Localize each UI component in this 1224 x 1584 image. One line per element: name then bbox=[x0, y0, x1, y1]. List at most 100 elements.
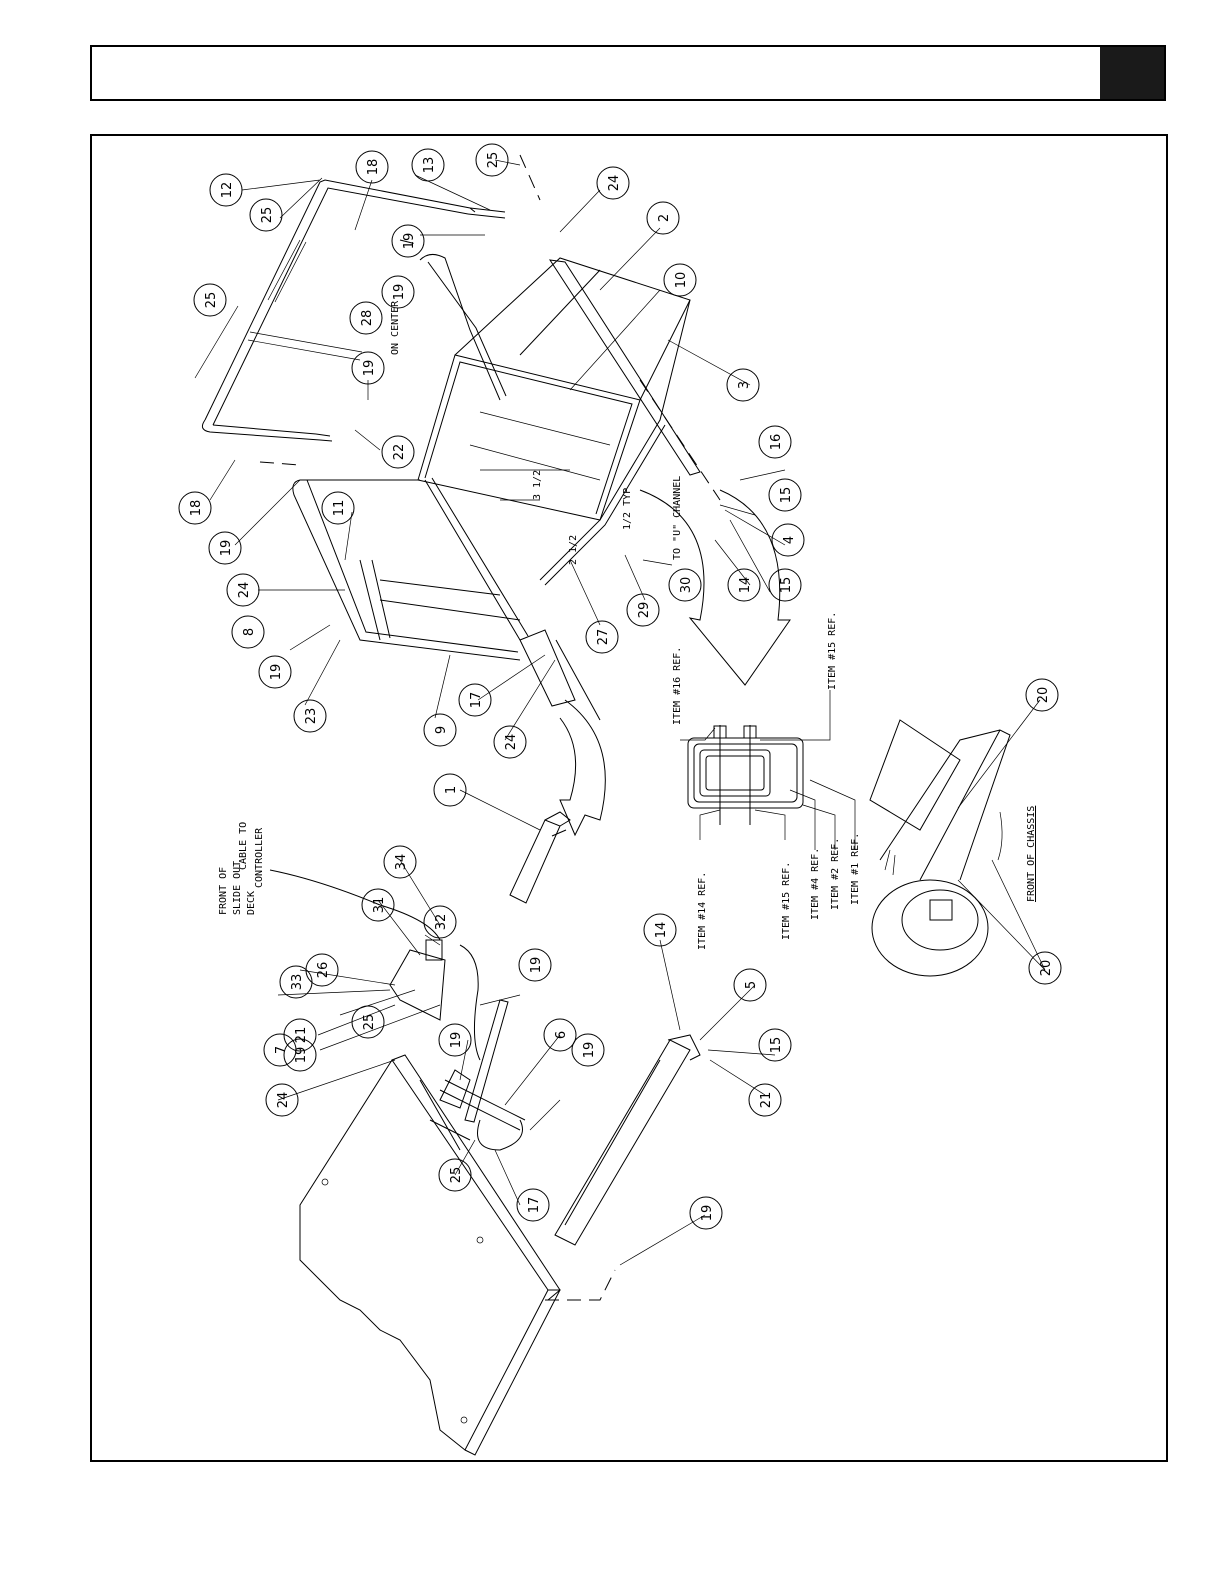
callout-15: 15 bbox=[758, 1028, 792, 1062]
callout-20: 20 bbox=[1028, 951, 1062, 985]
svg-text:25: 25 bbox=[486, 152, 501, 169]
svg-text:25: 25 bbox=[260, 207, 275, 224]
svg-text:14: 14 bbox=[654, 922, 669, 939]
svg-text:21: 21 bbox=[759, 1092, 774, 1109]
note-dim-1-half-typ: 1/2 TYP bbox=[622, 488, 633, 530]
callout-10: 10 bbox=[663, 263, 697, 297]
note-item-16: ITEM #16 REF. bbox=[672, 647, 683, 725]
callout-25: 25 bbox=[438, 1158, 472, 1192]
svg-text:7: 7 bbox=[274, 1046, 289, 1054]
svg-text:23: 23 bbox=[304, 708, 319, 725]
callout-23: 23 bbox=[293, 699, 327, 733]
svg-text:28: 28 bbox=[360, 310, 375, 327]
callout-22: 22 bbox=[381, 435, 415, 469]
callout-24: 24 bbox=[596, 166, 630, 200]
callout-14: 14 bbox=[727, 568, 761, 602]
callout-27: 27 bbox=[585, 620, 619, 654]
svg-text:31: 31 bbox=[372, 897, 387, 914]
callout-24: 24 bbox=[265, 1083, 299, 1117]
svg-text:11: 11 bbox=[332, 500, 347, 517]
svg-text:15: 15 bbox=[769, 1037, 784, 1054]
svg-text:6: 6 bbox=[554, 1031, 569, 1039]
callout-25: 25 bbox=[475, 143, 509, 177]
callout-19: 19 bbox=[438, 1023, 472, 1057]
callout-33: 33 bbox=[279, 965, 313, 999]
callout-11: 24 bbox=[226, 573, 260, 607]
svg-text:26: 26 bbox=[316, 962, 331, 979]
callout-28: 28 bbox=[349, 301, 383, 335]
callout-balloons: 12 25 18 13 25 24 19 2 10 3 28 19 25 19 … bbox=[178, 143, 1062, 1230]
callout-13: 13 bbox=[411, 148, 445, 182]
note-to-u-channel: TO "U" CHANNEL bbox=[672, 476, 683, 560]
svg-text:17: 17 bbox=[527, 1197, 542, 1214]
callout-20: 20 bbox=[1025, 678, 1059, 712]
svg-text:19: 19 bbox=[529, 957, 544, 974]
slide-out-deck bbox=[299, 1054, 561, 1456]
svg-text:13: 13 bbox=[422, 157, 437, 174]
callout-16: 16 bbox=[758, 425, 792, 459]
drawing-frame bbox=[90, 134, 1168, 1462]
svg-text:32: 32 bbox=[434, 914, 449, 931]
svg-text:24: 24 bbox=[504, 734, 519, 751]
svg-text:25: 25 bbox=[449, 1167, 464, 1184]
svg-text:15: 15 bbox=[779, 487, 794, 504]
callout-25: 25 bbox=[249, 198, 283, 232]
svg-text:34: 34 bbox=[394, 854, 409, 871]
svg-text:20: 20 bbox=[1039, 960, 1054, 977]
callout-6: 6 bbox=[543, 1018, 577, 1052]
svg-text:19: 19 bbox=[392, 284, 407, 301]
callout-21: 21 bbox=[748, 1083, 782, 1117]
callout-19: 19 bbox=[518, 948, 552, 982]
svg-text:20: 20 bbox=[1036, 687, 1051, 704]
callout-25: 25 bbox=[351, 1005, 385, 1039]
callout-3: 3 bbox=[726, 368, 760, 402]
callout-1: 1 bbox=[433, 773, 467, 807]
callout-34: 34 bbox=[383, 845, 417, 879]
main-frame-assembly bbox=[292, 254, 701, 721]
svg-text:30: 30 bbox=[679, 577, 694, 594]
note-dim-2-half: 2 1/2 bbox=[568, 535, 579, 565]
svg-text:18: 18 bbox=[366, 159, 381, 176]
note-front-deck-3: DECK bbox=[246, 891, 257, 915]
svg-text:24: 24 bbox=[276, 1092, 291, 1109]
svg-text:19: 19 bbox=[294, 1047, 309, 1064]
callout-19: 19 bbox=[689, 1196, 723, 1230]
callout-19: 19 bbox=[381, 275, 415, 309]
note-item-14: ITEM #14 REF. bbox=[697, 872, 708, 950]
callout-19: 19 bbox=[391, 224, 425, 258]
svg-text:15: 15 bbox=[779, 577, 794, 594]
chassis-detail bbox=[869, 719, 1011, 977]
callout-19: 19 bbox=[208, 531, 242, 565]
callout-32: 32 bbox=[423, 905, 457, 939]
svg-text:8: 8 bbox=[242, 628, 257, 636]
item-1-bracket bbox=[509, 811, 571, 904]
svg-text:19: 19 bbox=[582, 1042, 597, 1059]
note-front-deck-1: FRONT OF bbox=[218, 867, 229, 915]
note-cable-1: CABLE TO bbox=[238, 822, 249, 870]
svg-text:12: 12 bbox=[220, 182, 235, 199]
svg-text:19: 19 bbox=[700, 1205, 715, 1222]
note-front-deck-2: SLIDE OUT bbox=[232, 861, 243, 915]
svg-text:22: 22 bbox=[392, 444, 407, 461]
note-front-of-chassis: FRONT OF CHASSIS bbox=[1026, 806, 1037, 902]
callout-8: 8 bbox=[231, 615, 265, 649]
callout-24: 11 bbox=[321, 491, 355, 525]
channel-cross-section bbox=[680, 690, 856, 850]
svg-text:33: 33 bbox=[290, 974, 305, 991]
callout-19: 19 bbox=[351, 351, 385, 385]
callout-25: 25 bbox=[193, 283, 227, 317]
svg-text:10: 10 bbox=[674, 272, 689, 289]
callout-14: 14 bbox=[643, 913, 677, 947]
svg-text:24: 24 bbox=[607, 175, 622, 192]
svg-text:19: 19 bbox=[402, 233, 417, 250]
callout-26: 26 bbox=[305, 953, 339, 987]
long-rail bbox=[545, 1034, 701, 1301]
note-item-1: ITEM #1 REF. bbox=[850, 833, 861, 905]
svg-text:4: 4 bbox=[782, 536, 797, 544]
guard-rail-top bbox=[201, 179, 506, 442]
callout-5: 5 bbox=[733, 968, 767, 1002]
item-31-bracket-cable bbox=[269, 869, 523, 1151]
svg-text:19: 19 bbox=[362, 360, 377, 377]
svg-text:5: 5 bbox=[744, 981, 759, 989]
